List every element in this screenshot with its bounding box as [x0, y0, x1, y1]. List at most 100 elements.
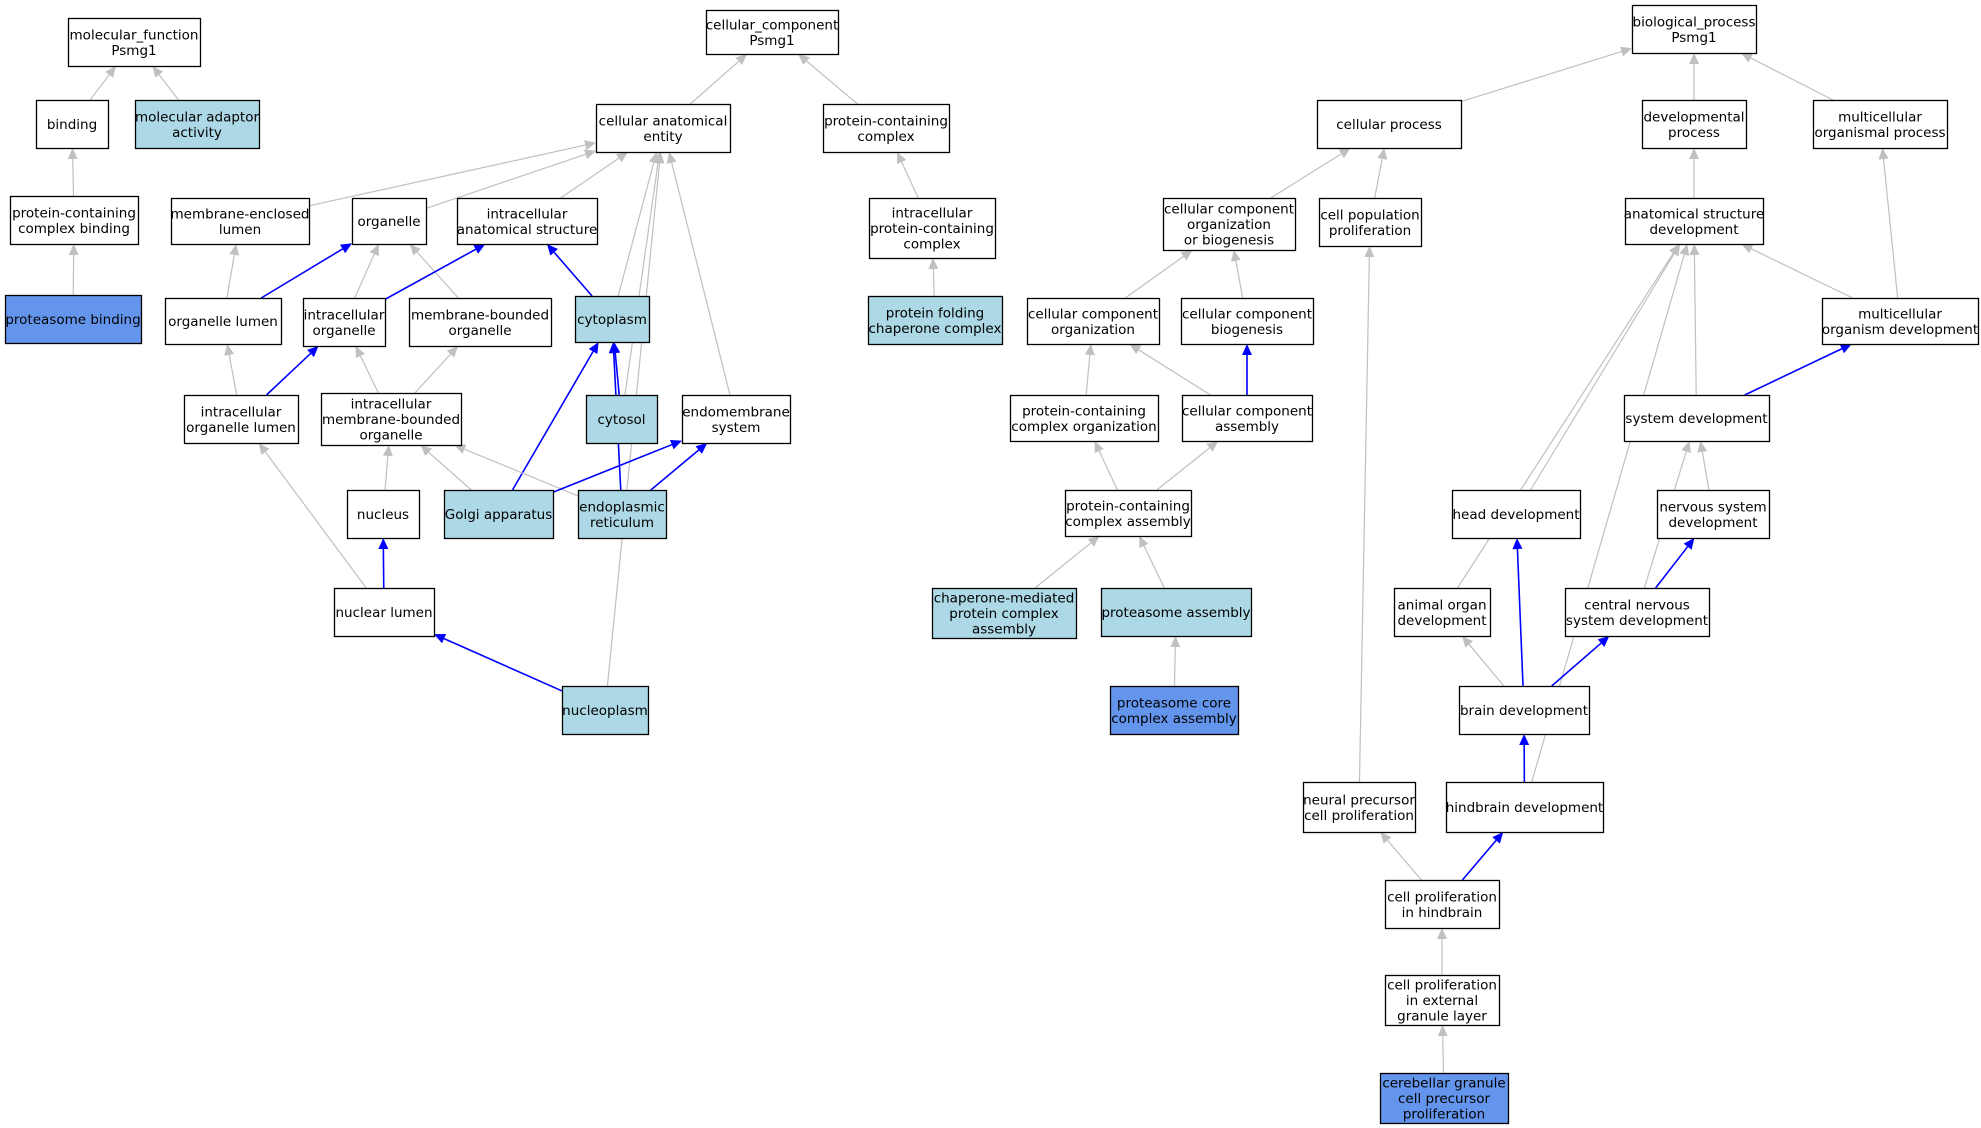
go-term-node-nuc-lumen[interactable]: nuclear lumen [333, 587, 436, 638]
edge-is-a-nucleus-to-imbo [382, 445, 393, 491]
node-label-line: protein-containing [12, 205, 136, 221]
edge-line [228, 354, 238, 396]
go-term-node-prot-assembly[interactable]: proteasome assembly [1100, 587, 1253, 638]
go-term-node-organelle[interactable]: organelle [351, 197, 428, 246]
edge-is-a-cmpca-to-pcca [1034, 536, 1100, 589]
node-label-line: organelle [357, 214, 420, 230]
edge-line [901, 161, 919, 199]
go-term-node-head-dev[interactable]: head development [1451, 489, 1582, 540]
node-label-line: binding [47, 117, 97, 133]
node-label-line: process [1668, 125, 1720, 141]
edge-is-a-cco-to-ccob [1124, 250, 1193, 299]
node-label-line: protein-containing [870, 221, 994, 237]
node-label-line: cellular component [1182, 306, 1312, 322]
edge-layer [67, 46, 1899, 1074]
edge-arrowhead [1437, 928, 1447, 939]
go-term-node-hind-dev[interactable]: hindbrain development [1446, 781, 1605, 834]
node-box [822, 103, 951, 154]
node-label-line: endomembrane [682, 404, 790, 420]
edge-arrowhead [339, 243, 352, 254]
edge-arrowhead [654, 152, 665, 164]
node-box [868, 197, 997, 260]
edge-arrowhead [378, 538, 389, 550]
edge-part-of-cpih-to-hind_dev [1461, 832, 1504, 881]
go-term-node-binding[interactable]: binding [35, 99, 110, 150]
node-label-line: nucleus [357, 507, 409, 523]
go-term-node-golgi[interactable]: Golgi apparatus [443, 489, 555, 540]
go-term-node-org-lumen[interactable]: organelle lumen [164, 297, 283, 346]
node-label-line: cellular_component [706, 17, 838, 33]
node-box [1109, 685, 1240, 736]
edge-is-a-imbo-to-mbo [414, 346, 458, 394]
node-label-line: complex binding [18, 221, 130, 237]
go-term-node-cytoplasm[interactable]: cytoplasm [574, 295, 651, 344]
go-term-node-prot-binding[interactable]: proteasome binding [4, 294, 143, 345]
node-box [35, 99, 110, 150]
edge-arrowhead [583, 149, 596, 160]
go-term-node-brain-dev[interactable]: brain development [1458, 685, 1591, 736]
edge-line [617, 162, 655, 297]
edge-line [1882, 158, 1899, 299]
edge-part-of-brain_dev-to-head_dev [1512, 538, 1524, 687]
node-label-line: membrane-bounded [322, 412, 460, 428]
go-term-node-cytosol[interactable]: cytosol [585, 394, 659, 445]
node-label-line: cellular component [1028, 306, 1158, 322]
go-term-node-nucleus[interactable]: nucleus [346, 489, 421, 540]
node-box [585, 394, 659, 445]
node-label-line: system development [1625, 411, 1767, 427]
edge-arrowhead [1170, 636, 1181, 648]
edge-arrowhead [473, 244, 486, 254]
edge-arrowhead [409, 244, 421, 256]
edge-arrowhead [105, 66, 116, 78]
node-label-line: protein-containing [1066, 498, 1190, 514]
edge-is-a-pcc_binding-to-binding [67, 148, 78, 197]
go-term-node-cell-proc[interactable]: cellular process [1316, 99, 1463, 150]
edge-arrowhead [258, 443, 270, 455]
go-term-node-sys-dev[interactable]: system development [1623, 394, 1771, 443]
edge-line [1085, 354, 1091, 396]
edge-is-a-golgi-to-imbo [420, 445, 472, 491]
node-label-line: granule layer [1397, 1009, 1487, 1025]
go-term-node-nucleoplasm[interactable]: nucleoplasm [561, 685, 650, 736]
edge-part-of-iol-to-intra_org [265, 346, 319, 396]
node-label-line: intracellular [892, 206, 973, 222]
edge-is-a-imbo-to-intra_org [355, 346, 379, 394]
